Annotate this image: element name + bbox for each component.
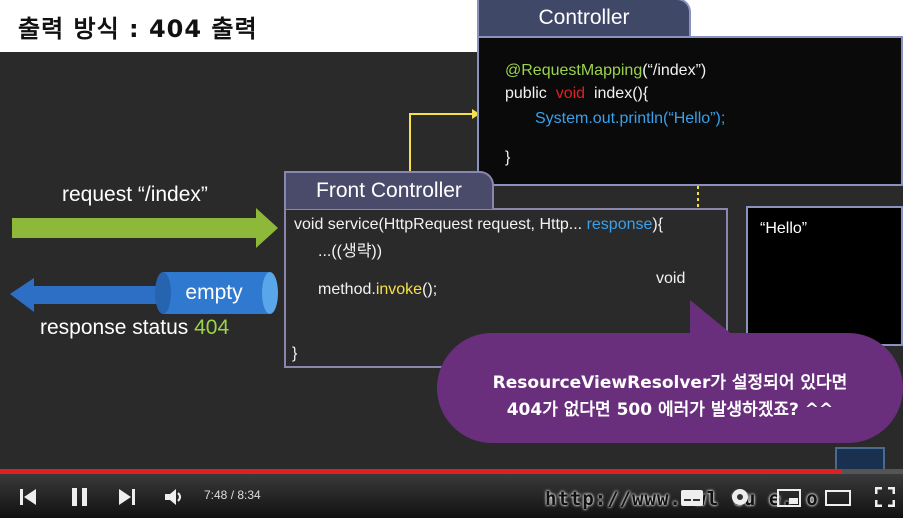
fc-line-4: } bbox=[292, 345, 298, 362]
subtitles-icon[interactable] bbox=[680, 489, 704, 507]
diagram-connectors bbox=[10, 109, 699, 314]
request-arrow bbox=[12, 208, 278, 248]
player-controls bbox=[0, 474, 903, 518]
bubble-line-1: ResourceViewResolver가 설정되어 있다면 bbox=[492, 373, 848, 393]
response-status-label: response status 404 bbox=[40, 316, 230, 339]
speech-bubble: ResourceViewResolver가 설정되어 있다면 404가 없다면 … bbox=[437, 333, 903, 443]
fc-line-2: ...((생략)) bbox=[318, 243, 383, 260]
controller-line-2: public void index(){ bbox=[505, 85, 649, 102]
request-label: request “/index” bbox=[62, 183, 208, 206]
skip-back-icon[interactable] bbox=[18, 487, 38, 507]
controller-tab: Controller bbox=[477, 0, 691, 36]
controller-line-4: } bbox=[505, 149, 511, 166]
volume-icon[interactable] bbox=[164, 487, 186, 507]
progress-played bbox=[0, 469, 843, 474]
fc-line-1: void service(HttpRequest request, Http..… bbox=[294, 216, 664, 233]
title-bar: 출력 방식 : 404 출력 bbox=[0, 0, 903, 52]
theater-icon[interactable] bbox=[825, 490, 851, 506]
hello-output-box: “Hello” bbox=[746, 206, 903, 346]
pause-icon[interactable] bbox=[69, 486, 91, 508]
controller-line-3: System.out.println(“Hello”); bbox=[535, 110, 726, 127]
fc-void-label: void bbox=[656, 270, 686, 287]
fullscreen-icon[interactable] bbox=[875, 487, 895, 507]
fc-line-3: method.invoke(); bbox=[318, 281, 438, 298]
time-display: 7:48 / 8:34 bbox=[204, 488, 261, 502]
front-controller-tab: Front Controller bbox=[284, 171, 494, 209]
hello-output-text: “Hello” bbox=[760, 220, 808, 237]
controller-tab-label: Controller bbox=[538, 6, 630, 29]
invoke-link-arrowhead bbox=[472, 109, 480, 119]
response-arrow bbox=[10, 278, 170, 312]
front-controller-box: void service(HttpRequest request, Http..… bbox=[284, 208, 728, 368]
settings-icon[interactable] bbox=[729, 486, 751, 508]
skip-next-icon[interactable] bbox=[117, 487, 137, 507]
slide: 출력 방식 : 404 출력 @RequestMapping(“/index”)… bbox=[0, 0, 903, 478]
slide-title: 출력 방식 : 404 출력 bbox=[18, 15, 258, 43]
controller-line-1: @RequestMapping(“/index”) bbox=[505, 62, 707, 79]
bubble-line-2: 404가 없다면 500 에러가 발생하겠죠? ^^ bbox=[506, 400, 834, 420]
miniplayer-icon[interactable] bbox=[777, 489, 801, 507]
controller-box: @RequestMapping(“/index”) public void in… bbox=[477, 36, 903, 186]
empty-cylinder bbox=[155, 272, 278, 314]
empty-label: empty bbox=[185, 281, 243, 304]
front-controller-tab-label: Front Controller bbox=[316, 179, 462, 202]
